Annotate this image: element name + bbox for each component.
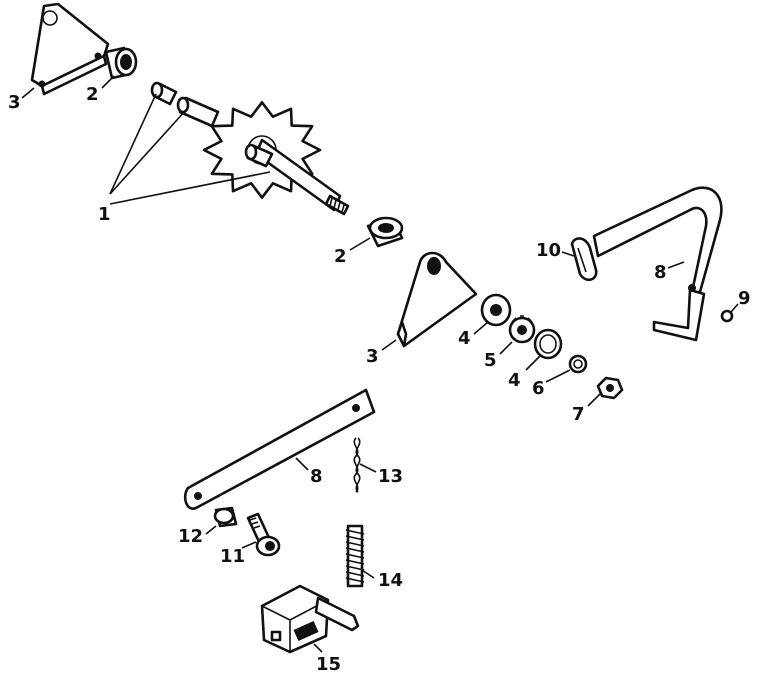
snap-ring	[568, 354, 588, 374]
washer-outer	[533, 328, 563, 360]
callout-9: 9	[738, 288, 751, 309]
shoulder-bolt	[246, 512, 281, 557]
lever-arm-right	[592, 186, 723, 342]
pin-upper	[150, 81, 178, 106]
callout-5: 5	[484, 350, 497, 371]
hex-nut	[596, 376, 624, 400]
callout-4-outer: 4	[508, 370, 521, 391]
callout-13: 13	[378, 466, 403, 487]
callout-3-top: 3	[8, 92, 21, 113]
bushing-middle	[366, 216, 404, 248]
callout-3-middle: 3	[366, 346, 379, 367]
chain-link-top	[570, 237, 598, 282]
bushing-top	[104, 46, 138, 80]
leader-lines	[21, 75, 739, 653]
callout-2-top: 2	[86, 84, 99, 105]
bracket-top-left	[30, 2, 110, 96]
small-gear	[508, 315, 536, 344]
callout-11: 11	[220, 546, 245, 567]
callout-2-middle: 2	[334, 246, 347, 267]
rivet-small	[720, 309, 734, 323]
washer-inner	[480, 293, 512, 327]
spacer	[213, 506, 238, 528]
callout-6: 6	[532, 378, 545, 399]
coil-spring	[345, 524, 365, 588]
chain-short	[353, 437, 361, 493]
callout-4-inner: 4	[458, 328, 471, 349]
bracket-middle	[396, 251, 478, 348]
callout-numbers: 3 2 1 2 3 4 5 4 6 7 10 8 9 8 13 14 12 11…	[8, 84, 751, 675]
switch-box	[260, 584, 360, 654]
callout-15: 15	[316, 654, 341, 675]
callout-10: 10	[536, 240, 561, 261]
callout-8-right: 8	[654, 262, 667, 283]
sprocket-shaft	[244, 138, 350, 216]
callout-12: 12	[178, 526, 203, 547]
callout-1: 1	[98, 204, 111, 225]
callout-14: 14	[378, 570, 403, 591]
lever-bar-lower	[183, 388, 376, 510]
callout-7: 7	[572, 404, 585, 425]
callout-8-lower: 8	[310, 466, 323, 487]
